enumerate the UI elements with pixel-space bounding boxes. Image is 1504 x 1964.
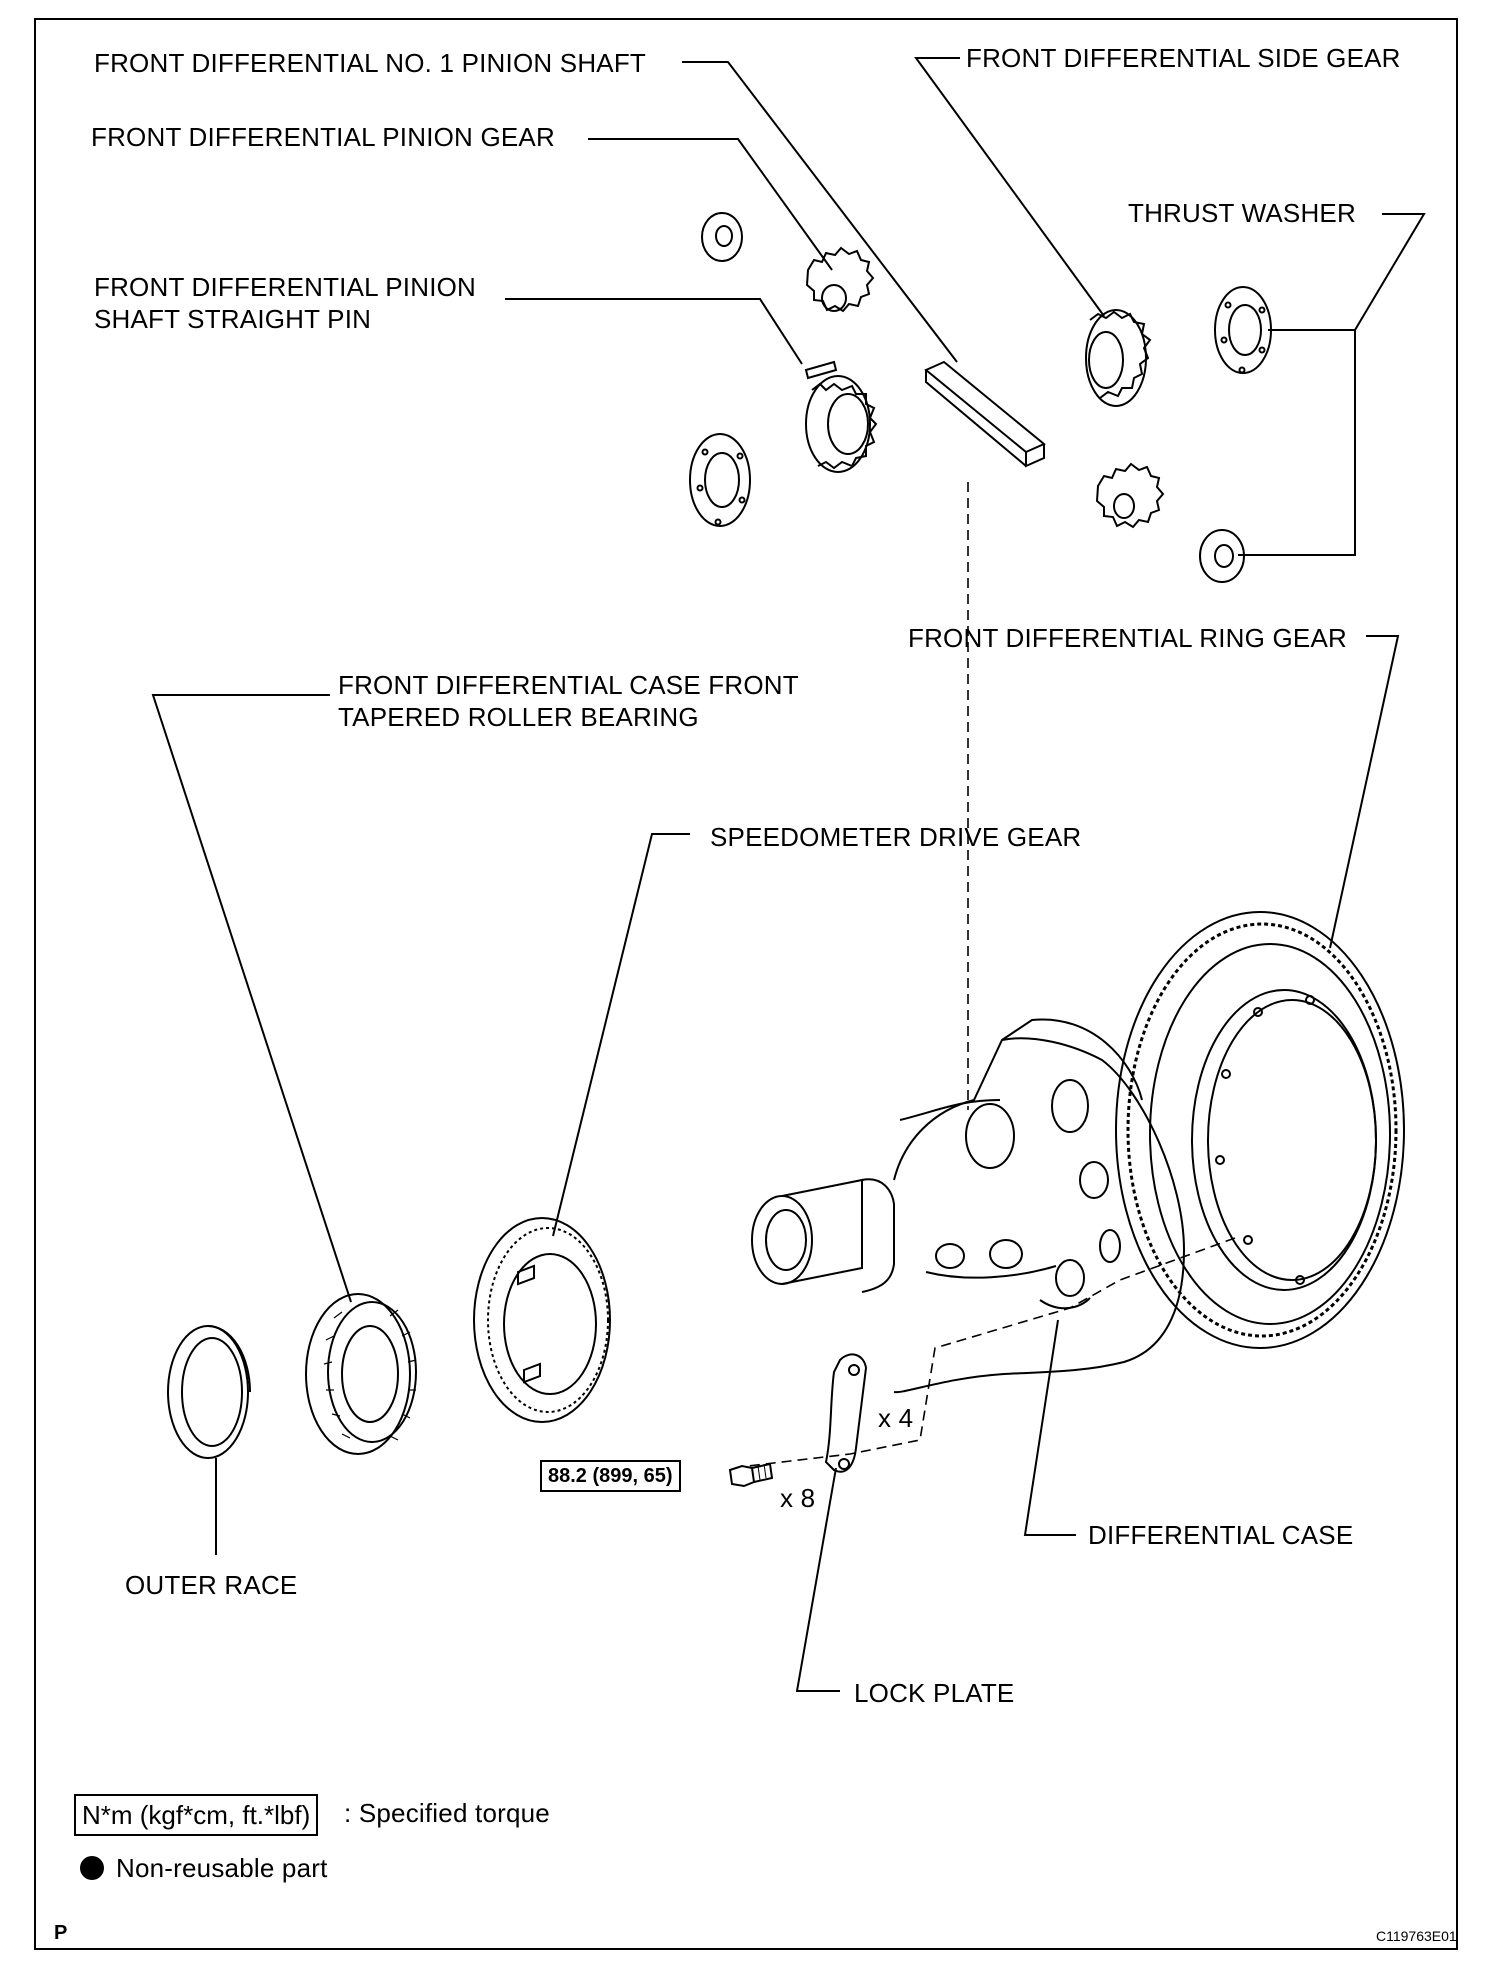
footer-page-letter: P [54,1922,68,1944]
leader-lines [151,57,1426,1692]
outer-race [167,1325,251,1459]
leader-lock-plate [795,1467,840,1692]
thrust-washer-right [1214,286,1272,374]
legend-torque-desc: : Specified torque [344,1798,550,1828]
label-count-x8: x 8 [780,1483,816,1513]
label-lock-plate: LOCK PLATE [854,1678,1015,1708]
label-speedo-gear: SPEEDOMETER DRIVE GEAR [710,822,1082,852]
footer-figure-id: C119763E01 [1376,1928,1457,1944]
leader-pinion-gear [588,138,833,271]
label-side-gear: FRONT DIFFERENTIAL SIDE GEAR [966,43,1401,73]
label-pinion-gear: FRONT DIFFERENTIAL PINION GEAR [91,122,555,152]
thrust-washer-small-left [701,212,743,262]
bolt [728,1462,774,1488]
label-pinion-shaft: FRONT DIFFERENTIAL NO. 1 PINION SHAFT [94,48,647,78]
leader-diff-case [1023,1319,1076,1536]
side-gear-left [805,375,878,473]
straight-pin [804,360,838,380]
differential-case [751,1018,1186,1394]
assembly-axes [747,482,1236,1467]
leader-ring-gear [1329,635,1400,949]
legend-torque-unit-box: N*m (kgf*cm, ft.*lbf) [74,1794,319,1836]
leader-side-gear [914,57,1105,317]
label-straight-pin-line1: FRONT DIFFERENTIAL PINION [94,272,477,302]
speedometer-drive-gear [473,1217,611,1423]
label-outer-race: OUTER RACE [125,1570,298,1600]
label-straight-pin-line2: SHAFT STRAIGHT PIN [94,304,372,334]
leader-bearing [151,694,352,1303]
thrust-washer-small-right [1199,529,1245,583]
leader-pinion-shaft [682,61,958,363]
label-count-x4: x 4 [878,1403,914,1433]
leader-straight-pin [505,298,803,365]
torque-spec-box: 88.2 (899, 65) [540,1460,681,1492]
label-thrust-washer: THRUST WASHER [1128,198,1356,228]
ring-gear [1115,911,1405,1349]
pinion-shaft-bar [924,360,1046,468]
leader-speedo-gear [552,833,690,1237]
label-diff-case: DIFFERENTIAL CASE [1088,1520,1354,1550]
side-gear-right [1085,309,1152,407]
leader-thrust-washer [1268,213,1426,331]
pinion-gear-top [805,246,875,313]
tapered-roller-bearing [305,1293,417,1455]
label-ring-gear: FRONT DIFFERENTIAL RING GEAR [908,623,1347,653]
lock-plate [824,1353,868,1473]
pinion-gear-lower [1095,462,1165,529]
nonreusable-dot-icon [80,1856,104,1880]
label-bearing-line2: TAPERED ROLLER BEARING [338,702,699,732]
thrust-washer-left [689,433,751,527]
diagram-frame [34,18,1458,1950]
label-bearing-line1: FRONT DIFFERENTIAL CASE FRONT [338,670,799,700]
legend-nonreusable-desc: Non-reusable part [116,1853,328,1883]
